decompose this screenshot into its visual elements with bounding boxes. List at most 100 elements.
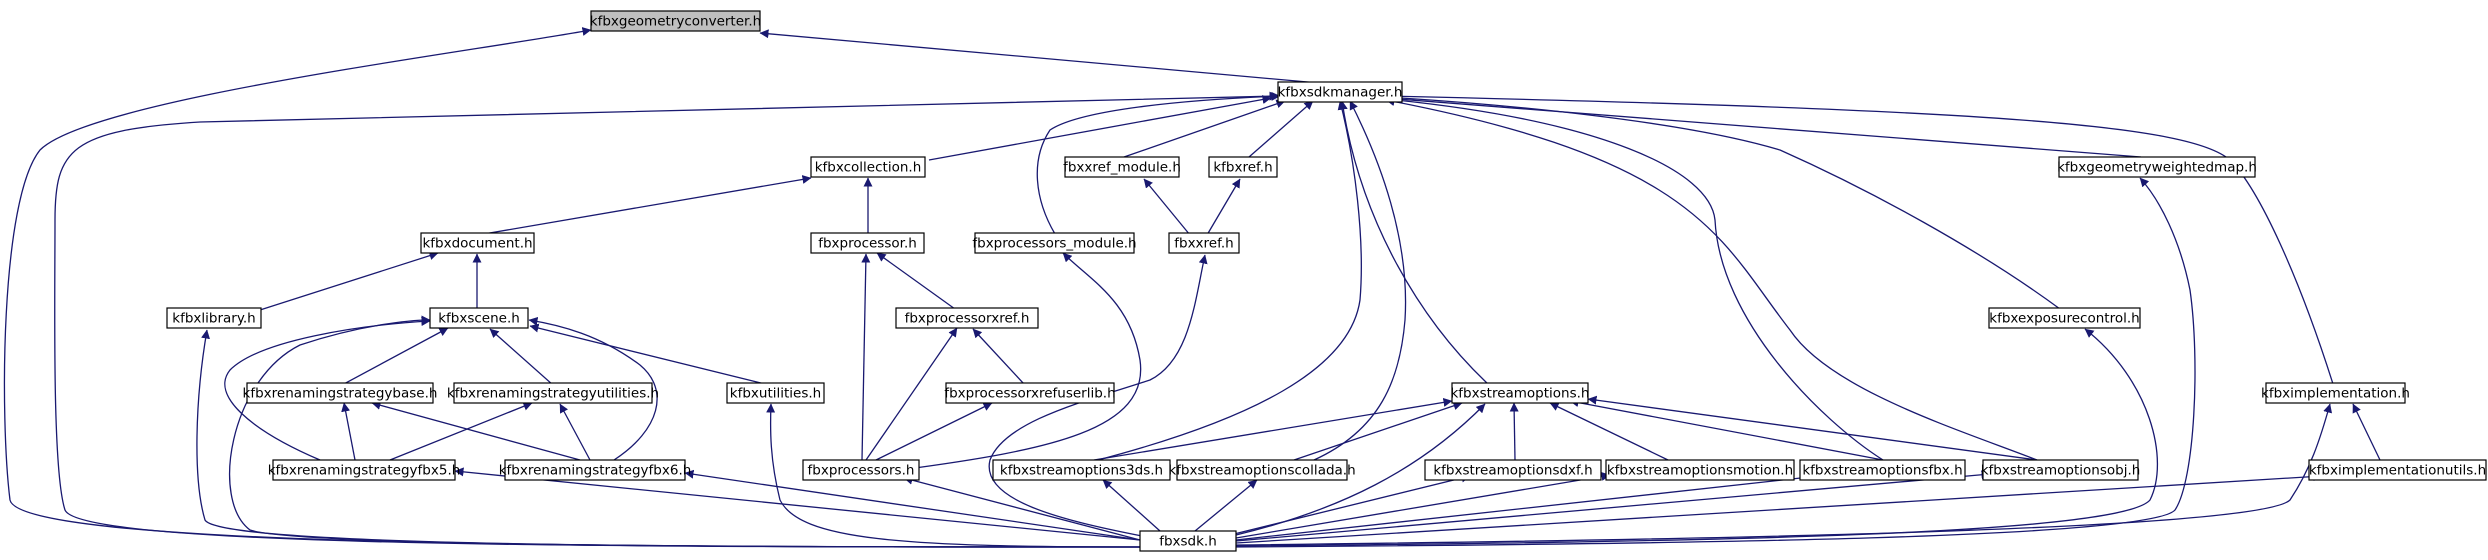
- node-label: kfbxscene.h: [438, 311, 520, 327]
- node-somotion[interactable]: kfbxstreamoptionsmotion.h: [1605, 459, 1795, 481]
- edge-fbxsdk-to-processors: [903, 475, 1141, 541]
- node-geometryweightedmap[interactable]: kfbxgeometryweightedmap.h: [2057, 156, 2257, 178]
- edge-fbxsdk-to-renamingfbx6: [684, 469, 1141, 541]
- edge-sdkmanager-to-geometryconverter: [759, 29, 1331, 85]
- edge-soobj-to-streamoptions: [1587, 395, 2038, 461]
- node-label: kfbxstreamoptionsfbx.h: [1802, 463, 1962, 479]
- node-fbxsdk[interactable]: fbxsdk.h: [1139, 530, 1237, 552]
- node-label: kfbxrenamingstrategyfbx5.h: [268, 463, 461, 479]
- edge-renamingbase-to-scene: [341, 327, 449, 386]
- edge-processorsmodule-to-sdkmanager: [1036, 91, 1281, 235]
- node-library[interactable]: kfbxlibrary.h: [166, 307, 262, 329]
- edge-exposurecontrol-to-sdkmanager: [1384, 93, 2061, 310]
- node-scene[interactable]: kfbxscene.h: [429, 307, 529, 329]
- node-collection[interactable]: kfbxcollection.h: [810, 156, 926, 178]
- node-label: kfbxutilities.h: [730, 386, 821, 402]
- edge-renamingfbx6-to-scene: [528, 316, 658, 461]
- node-label: kfbxdocument.h: [422, 236, 532, 252]
- node-kfbxref[interactable]: kfbxref.h: [1208, 156, 1278, 178]
- edge-fbxsdk-to-geometryweightedmap: [1235, 177, 2196, 548]
- node-document[interactable]: kfbxdocument.h: [420, 232, 535, 254]
- node-label: fbxprocessorxrefuserlib.h: [944, 386, 1115, 402]
- edge-fbxsdk-to-implementationutils: [1235, 472, 2323, 544]
- edge-fbxsdk-to-sofbx: [1235, 471, 1829, 541]
- node-label: kfbxstreamoptionsmotion.h: [1607, 463, 1793, 479]
- edge-sofbx-to-streamoptions: [1569, 398, 1884, 461]
- edge-processors-to-processor: [861, 253, 871, 461]
- edge-fbxsdk-to-fbxxref: [988, 254, 1208, 537]
- node-so3ds[interactable]: kfbxstreamoptions3ds.h: [992, 459, 1171, 481]
- edge-library-to-document: [259, 251, 439, 311]
- node-xref-module[interactable]: fbxxref_module.h: [1063, 156, 1181, 178]
- edge-fbxsdk-to-library: [196, 329, 1141, 548]
- edge-processors-to-processorxrefuserlib: [875, 402, 993, 461]
- node-label: kfbxrenamingstrategybase.h: [243, 386, 438, 402]
- node-processorxref[interactable]: fbxprocessorxref.h: [895, 307, 1039, 329]
- node-label: fbxprocessors.h: [808, 463, 915, 479]
- node-label: kfbximplementation.h: [2261, 386, 2410, 402]
- node-label: kfbxrenamingstrategyfbx6.h: [499, 463, 692, 479]
- edge-implementationutils-to-implementation: [2352, 403, 2381, 461]
- dependency-edges: [3, 27, 2381, 548]
- node-label: fbxxref_module.h: [1063, 160, 1181, 176]
- edge-fbxsdk-to-somotion: [1235, 471, 1611, 539]
- edge-streamoptions-to-sdkmanager: [1338, 100, 1489, 385]
- edge-renamingutilities-to-scene: [489, 328, 554, 386]
- node-processorxrefuserlib[interactable]: fbxprocessorxrefuserlib.h: [944, 382, 1116, 404]
- edge-so3ds-to-sdkmanager: [1097, 100, 1362, 461]
- edge-collection-to-sdkmanager: [928, 95, 1272, 161]
- node-label: kfbxstreamoptionsdxf.h: [1433, 463, 1592, 479]
- node-exposurecontrol[interactable]: kfbxexposurecontrol.h: [1988, 307, 2141, 329]
- edge-fbxsdk-to-utilities: [766, 403, 1141, 548]
- edge-fbxsdk-to-so3ds: [1102, 479, 1161, 532]
- node-label: kfbxsdkmanager.h: [1278, 85, 1403, 101]
- node-label: fbxsdk.h: [1159, 534, 1217, 550]
- edge-renamingfbx6-to-renamingutilities: [559, 403, 591, 461]
- edge-processorxref-to-processor: [876, 252, 956, 310]
- node-label: kfbxlibrary.h: [172, 311, 256, 327]
- edge-fbxsdk-to-socollada: [1194, 479, 1258, 532]
- node-utilities[interactable]: kfbxutilities.h: [726, 382, 825, 404]
- node-implementationutils[interactable]: kfbximplementationutils.h: [2308, 459, 2487, 481]
- edge-fbxxref-to-xrefmodule: [1143, 178, 1191, 236]
- node-label: kfbxcollection.h: [815, 160, 922, 176]
- node-label: kfbxstreamoptionsobj.h: [1981, 463, 2141, 479]
- node-socollada[interactable]: kfbxstreamoptionscollada.h: [1168, 459, 1356, 481]
- node-processors[interactable]: fbxprocessors.h: [802, 459, 920, 481]
- edge-fbxsdk-to-renamingfbx5: [454, 467, 1141, 541]
- node-label: kfbxrenamingstrategyutilities.h: [447, 386, 659, 402]
- node-processor[interactable]: fbxprocessor.h: [810, 232, 925, 254]
- edge-sofbx-to-sdkmanager: [1385, 95, 1884, 461]
- node-renamingfbx6[interactable]: kfbxrenamingstrategyfbx6.h: [499, 459, 692, 481]
- edge-document-to-collection: [477, 175, 812, 236]
- node-sofbx[interactable]: kfbxstreamoptionsfbx.h: [1799, 459, 1966, 481]
- node-processors-module[interactable]: fbxprocessors_module.h: [972, 232, 1137, 254]
- edge-renamingfbx5-to-renamingbase: [341, 402, 356, 461]
- edge-fbxsdk-to-exposurecontrol: [1235, 328, 2159, 547]
- node-label: kfbxexposurecontrol.h: [1989, 311, 2139, 327]
- edge-processors-to-processorsmodule: [899, 252, 1142, 471]
- node-renamingutilities[interactable]: kfbxrenamingstrategyutilities.h: [447, 382, 659, 404]
- node-label: kfbxstreamoptions3ds.h: [1000, 463, 1163, 479]
- edge-socollada-to-sdkmanager: [1313, 100, 1407, 461]
- node-renamingbase[interactable]: kfbxrenamingstrategybase.h: [243, 382, 438, 404]
- node-label: fbxprocessors_module.h: [972, 236, 1136, 252]
- node-label: kfbximplementationutils.h: [2309, 463, 2486, 479]
- node-implementation[interactable]: kfbximplementation.h: [2261, 382, 2410, 404]
- edge-implementation-to-sdkmanager: [1385, 91, 2334, 385]
- edge-renamingfbx6-to-renamingbase: [371, 400, 581, 461]
- node-streamoptions[interactable]: kfbxstreamoptions.h: [1450, 382, 1590, 404]
- node-sdkmanager[interactable]: kfbxsdkmanager.h: [1277, 81, 1403, 103]
- node-sodxf[interactable]: kfbxstreamoptionsdxf.h: [1424, 459, 1602, 481]
- node-renamingfbx5[interactable]: kfbxrenamingstrategyfbx5.h: [268, 459, 461, 481]
- node-label: kfbxstreamoptionscollada.h: [1168, 463, 1355, 479]
- edge-fbxsdk-to-scene: [229, 315, 1141, 548]
- node-soobj[interactable]: kfbxstreamoptionsobj.h: [1981, 459, 2141, 481]
- edge-xrefmodule-to-sdkmanager: [1123, 99, 1286, 158]
- node-geometryconverter[interactable]: kfbxgeometryconverter.h: [590, 10, 761, 32]
- edge-geometryweightedmap-to-sdkmanager: [1384, 94, 2142, 158]
- node-label: fbxprocessor.h: [818, 236, 917, 252]
- edge-sodxf-to-streamoptions: [1509, 402, 1519, 461]
- edge-processorxrefuserlib-to-processorxref: [972, 328, 1025, 385]
- node-fbxxref[interactable]: fbxxref.h: [1168, 232, 1240, 254]
